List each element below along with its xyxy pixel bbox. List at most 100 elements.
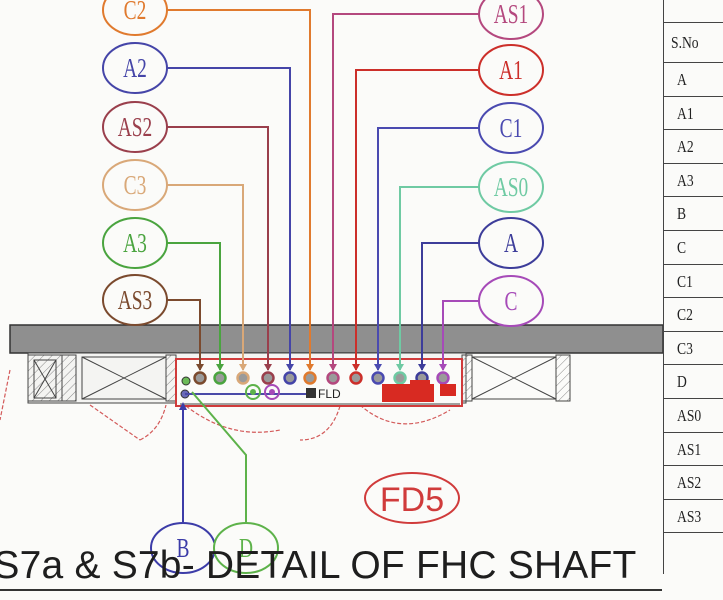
table-row: B xyxy=(663,196,723,230)
leader-arrow-as0 xyxy=(396,364,404,371)
leader-line-as2 xyxy=(167,126,269,370)
table-row: AS3 xyxy=(663,498,723,533)
pipe-d-fitting xyxy=(181,376,191,386)
table-border-left xyxy=(663,0,664,574)
leader-line-a xyxy=(421,242,479,370)
leader-line-as1 xyxy=(332,13,479,370)
tag-bubble-a1: A1 xyxy=(478,44,544,96)
pipe-as3 xyxy=(193,371,207,385)
door-swing-shaft-left xyxy=(185,405,281,433)
cross-box-left-1 xyxy=(33,359,57,399)
valve-purple-icon xyxy=(264,384,280,400)
tag-bubble-a2: A2 xyxy=(102,42,168,94)
table-cell: C xyxy=(677,238,687,257)
door-swing-right xyxy=(359,404,451,425)
table-header: S.No xyxy=(663,22,723,62)
leader-line-as0 xyxy=(399,186,479,370)
tag-bubble-c: C xyxy=(478,275,544,327)
table-cell: C2 xyxy=(677,305,693,325)
wall-block-left-outer xyxy=(27,354,63,402)
table-cell: AS0 xyxy=(677,406,702,425)
tag-bubble-a3: A3 xyxy=(102,217,168,269)
table-cell: AS3 xyxy=(677,506,702,526)
door-swing-left xyxy=(0,369,11,421)
pipe-row xyxy=(193,371,450,385)
leader-arrow-c2 xyxy=(306,364,314,371)
table-row: A xyxy=(663,62,723,96)
tag-bubble-as3: AS3 xyxy=(102,274,168,326)
table-row: AS2 xyxy=(663,465,723,499)
leader-lines xyxy=(167,9,479,522)
leader-line-a3 xyxy=(167,242,221,370)
table-cell: A1 xyxy=(677,103,694,123)
leader-line-a2 xyxy=(167,67,291,370)
table-header-label: S.No xyxy=(671,33,699,52)
pipe-as0 xyxy=(393,371,407,385)
pipe-c xyxy=(436,371,450,385)
table-cell: AS2 xyxy=(677,473,702,493)
table-cell: C3 xyxy=(677,338,693,358)
drawing-title: S7a & S7b- DETAIL OF FHC SHAFT xyxy=(0,544,637,587)
leader-line-a1 xyxy=(355,69,479,370)
valve-green-icon xyxy=(245,384,261,400)
wall-block-left-inner xyxy=(165,354,177,402)
pipe-as2 xyxy=(261,371,275,385)
table-row: D xyxy=(663,364,723,398)
table-cell: A2 xyxy=(677,137,694,157)
pipe-as1 xyxy=(326,371,340,385)
tag-bubble-a: A xyxy=(478,217,544,269)
table-cell: C1 xyxy=(677,271,693,291)
tag-bubble-c2: C2 xyxy=(102,0,168,36)
title-underline xyxy=(0,589,662,591)
leader-arrow-as2 xyxy=(264,364,272,371)
pipe-a2 xyxy=(283,371,297,385)
table-cell: D xyxy=(677,372,687,392)
table-cell: A3 xyxy=(677,170,694,190)
tag-bubble-c3: C3 xyxy=(102,159,168,211)
pipe-c1 xyxy=(371,371,385,385)
table-bottom-border xyxy=(663,532,723,534)
leader-arrow-as3 xyxy=(196,364,204,371)
wall-block-right-outer xyxy=(555,354,571,402)
leader-arrow-as1 xyxy=(329,364,337,371)
leader-line-c2 xyxy=(167,9,311,370)
leader-line-c1 xyxy=(377,127,479,370)
pipe-a3 xyxy=(213,371,227,385)
pipe-c2 xyxy=(303,371,317,385)
table-row: A2 xyxy=(663,129,723,163)
leader-line-as3 xyxy=(167,299,201,370)
concrete-slab xyxy=(9,324,664,354)
fld-icon xyxy=(306,388,316,398)
leader-arrow-b xyxy=(179,402,187,410)
door-swing-shaft-right xyxy=(299,405,341,441)
wall-block-left-mid xyxy=(61,354,77,402)
table-cell: A xyxy=(677,70,687,89)
leader-arrow-a2 xyxy=(286,364,294,371)
tag-bubble-as2: AS2 xyxy=(102,101,168,153)
fire-damper-bubble xyxy=(364,472,460,524)
leader-line-c3 xyxy=(167,184,244,370)
table-row: C3 xyxy=(663,330,723,365)
table-row: AS0 xyxy=(663,398,723,432)
leader-arrow-a1 xyxy=(352,364,360,371)
leader-arrow-a xyxy=(418,364,426,371)
table-row: C1 xyxy=(663,263,723,298)
fire-panel xyxy=(382,384,434,402)
leader-arrow-c1 xyxy=(374,364,382,371)
leader-arrow-a3 xyxy=(216,364,224,371)
wall-block-right-inner xyxy=(461,354,473,402)
leader-line-c xyxy=(442,300,479,370)
pipe-a1 xyxy=(349,371,363,385)
table-cell: B xyxy=(677,204,687,224)
table-row: A3 xyxy=(663,162,723,197)
leader-arrow-c xyxy=(439,364,447,371)
tag-bubble-c1: C1 xyxy=(478,102,544,154)
leader-line-d xyxy=(191,391,247,522)
leader-arrow-c3 xyxy=(239,364,247,371)
tag-bubble-as1: AS1 xyxy=(478,0,544,40)
table-row: AS1 xyxy=(663,431,723,466)
table-row: A1 xyxy=(663,95,723,130)
